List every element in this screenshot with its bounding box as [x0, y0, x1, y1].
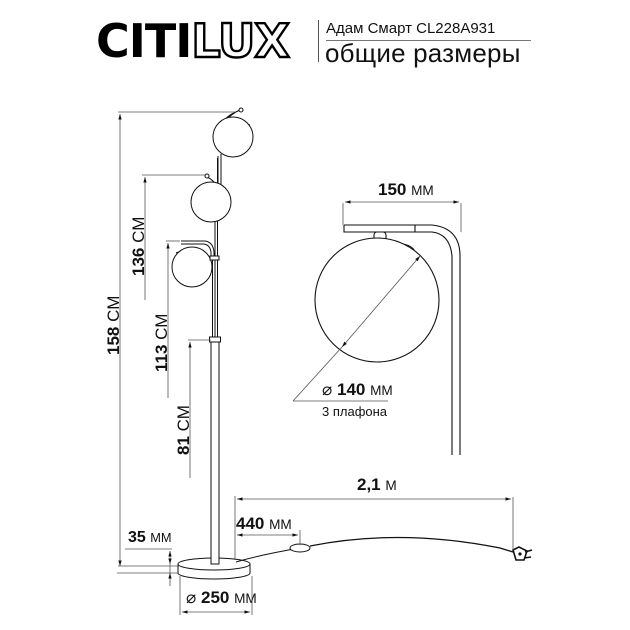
floor-lamp-figure	[171, 107, 533, 580]
lamp-shade-middle	[190, 173, 232, 223]
page-subtitle: общие размеры	[325, 38, 521, 68]
dim-base-diameter: ⌀ 250 ММ	[186, 588, 257, 607]
subtitle-rule	[326, 40, 531, 41]
lamp-shade-lower	[171, 240, 220, 288]
dim-stem-height: 81 СМ	[174, 405, 193, 455]
shade-detail-figure	[314, 224, 461, 455]
dimension-lines-left	[117, 111, 514, 615]
dim-lower-shade-height: 113 СМ	[152, 313, 171, 372]
shade-count-note: 3 плафона	[322, 404, 388, 419]
plug-icon	[512, 546, 533, 561]
dimension-lines-right	[292, 200, 462, 402]
dim-total-height: 158 СМ	[104, 295, 123, 355]
brand-logo-solid: CITI	[96, 14, 192, 68]
foot-switch	[289, 543, 311, 553]
lamp-shade-top	[212, 107, 254, 158]
header-divider	[318, 20, 319, 62]
dim-shade-diameter: ⌀ 140 ММ	[322, 380, 393, 399]
lamp-lower-stem	[210, 339, 220, 565]
dim-base-height: 35 ММ	[128, 529, 172, 546]
dim-arm-reach: 150 ММ	[378, 180, 434, 199]
brand-logo-outline: LUX	[190, 14, 291, 68]
power-cable	[235, 536, 533, 563]
product-name: Адам Смарт CL228A931	[326, 20, 496, 37]
dim-switch-distance: 440 ММ	[236, 514, 292, 533]
shade-globe	[314, 237, 440, 363]
lamp-stem-joint	[209, 336, 221, 343]
dim-middle-shade-height: 136 СМ	[129, 216, 148, 276]
dim-cable-length: 2,1 М	[357, 475, 397, 494]
